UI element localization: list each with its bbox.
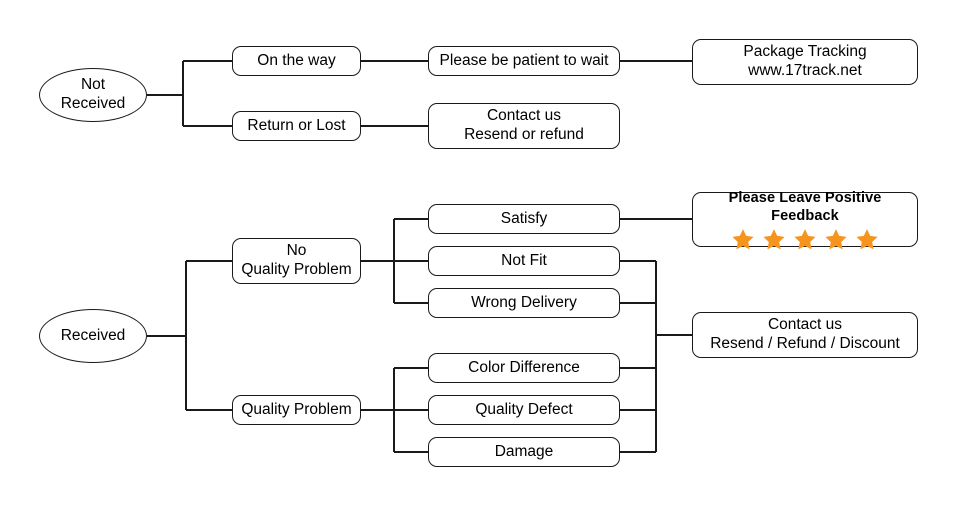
node-wrong-delivery[interactable]: Wrong Delivery: [428, 288, 620, 318]
node-package-tracking[interactable]: Package Tracking www.17track.net: [692, 39, 918, 85]
node-quality-problem[interactable]: Quality Problem: [232, 395, 361, 425]
node-no-quality-problem-label: No Quality Problem: [241, 242, 352, 278]
node-wrong-delivery-label: Wrong Delivery: [471, 293, 577, 311]
node-no-quality-problem[interactable]: No Quality Problem: [232, 238, 361, 284]
star-icon[interactable]: [793, 228, 817, 251]
node-please-be-patient[interactable]: Please be patient to wait: [428, 46, 620, 76]
node-color-difference[interactable]: Color Difference: [428, 353, 620, 383]
node-not-fit[interactable]: Not Fit: [428, 246, 620, 276]
node-received-label: Received: [60, 326, 126, 344]
node-contact-resend-refund[interactable]: Contact us Resend or refund: [428, 103, 620, 149]
node-damage-label: Damage: [494, 442, 554, 460]
node-positive-feedback[interactable]: Please Leave Positive Feedback: [692, 190, 918, 250]
node-quality-defect-label: Quality Defect: [475, 400, 573, 418]
node-package-tracking-label: Package Tracking www.17track.net: [743, 43, 867, 79]
node-satisfy[interactable]: Satisfy: [428, 204, 620, 234]
node-on-the-way-label: On the way: [257, 51, 336, 69]
node-contact-resend-refund-discount-label: Contact us Resend / Refund / Discount: [710, 316, 900, 352]
node-satisfy-label: Satisfy: [500, 209, 548, 227]
node-received[interactable]: Received: [39, 309, 147, 363]
node-return-or-lost[interactable]: Return or Lost: [232, 111, 361, 141]
node-return-or-lost-label: Return or Lost: [247, 116, 346, 134]
node-color-difference-label: Color Difference: [468, 358, 580, 376]
node-please-be-patient-label: Please be patient to wait: [439, 51, 609, 69]
node-damage[interactable]: Damage: [428, 437, 620, 467]
star-icon[interactable]: [855, 228, 879, 251]
node-not-received[interactable]: Not Received: [39, 68, 147, 122]
star-icon[interactable]: [731, 228, 755, 251]
star-rating[interactable]: [731, 228, 879, 251]
node-not-received-label: Not Received: [60, 76, 126, 112]
node-quality-problem-label: Quality Problem: [241, 400, 352, 418]
node-quality-defect[interactable]: Quality Defect: [428, 395, 620, 425]
node-contact-resend-refund-label: Contact us Resend or refund: [464, 107, 584, 143]
star-icon[interactable]: [762, 228, 786, 251]
node-not-fit-label: Not Fit: [501, 251, 547, 269]
star-icon[interactable]: [824, 228, 848, 251]
node-contact-resend-refund-discount[interactable]: Contact us Resend / Refund / Discount: [692, 312, 918, 358]
node-on-the-way[interactable]: On the way: [232, 46, 361, 76]
feedback-text: Please Leave Positive Feedback: [728, 190, 882, 224]
